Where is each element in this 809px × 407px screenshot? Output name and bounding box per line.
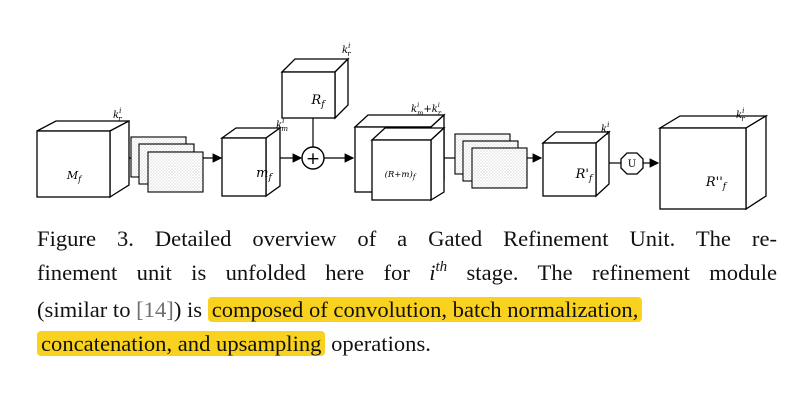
block-rf-label: Rf: [310, 93, 326, 110]
citation-link[interactable]: [14]: [136, 297, 174, 322]
block-m-f-label: mf: [256, 166, 273, 183]
upsample-node-symbol: U: [628, 159, 636, 170]
caption-line-3: (similar to [14]) is composed of convolu…: [37, 293, 777, 327]
highlight-span-2: concatenation, and upsampling: [37, 331, 326, 356]
block-concat-label: (R+m)f: [385, 169, 417, 181]
block-r-prime-f-label: R'f: [575, 167, 594, 184]
feature-maps-2: [454, 133, 528, 189]
block-mf-label: Mf: [66, 169, 83, 184]
figure-caption: Figure 3. Detailed overview of a Gated R…: [37, 222, 777, 361]
caption-stage-i: i: [429, 260, 436, 285]
sum-node-icon: +: [301, 146, 325, 170]
caption-line-1: Figure 3. Detailed overview of a Gated R…: [37, 226, 777, 251]
sum-node-symbol: +: [306, 149, 320, 169]
feature-maps-1: [130, 136, 204, 193]
caption-line-4: concatenation, and upsampling operations…: [37, 327, 777, 361]
upsample-node-icon: U: [620, 152, 644, 175]
caption-line-2: finement unit is unfolded here for ith s…: [37, 259, 777, 285]
highlight-span-1: composed of convolution, batch normaliza…: [207, 297, 643, 322]
block-r-double-prime-f-label: R''f: [705, 175, 728, 192]
caption-stage-th: th: [435, 259, 448, 275]
